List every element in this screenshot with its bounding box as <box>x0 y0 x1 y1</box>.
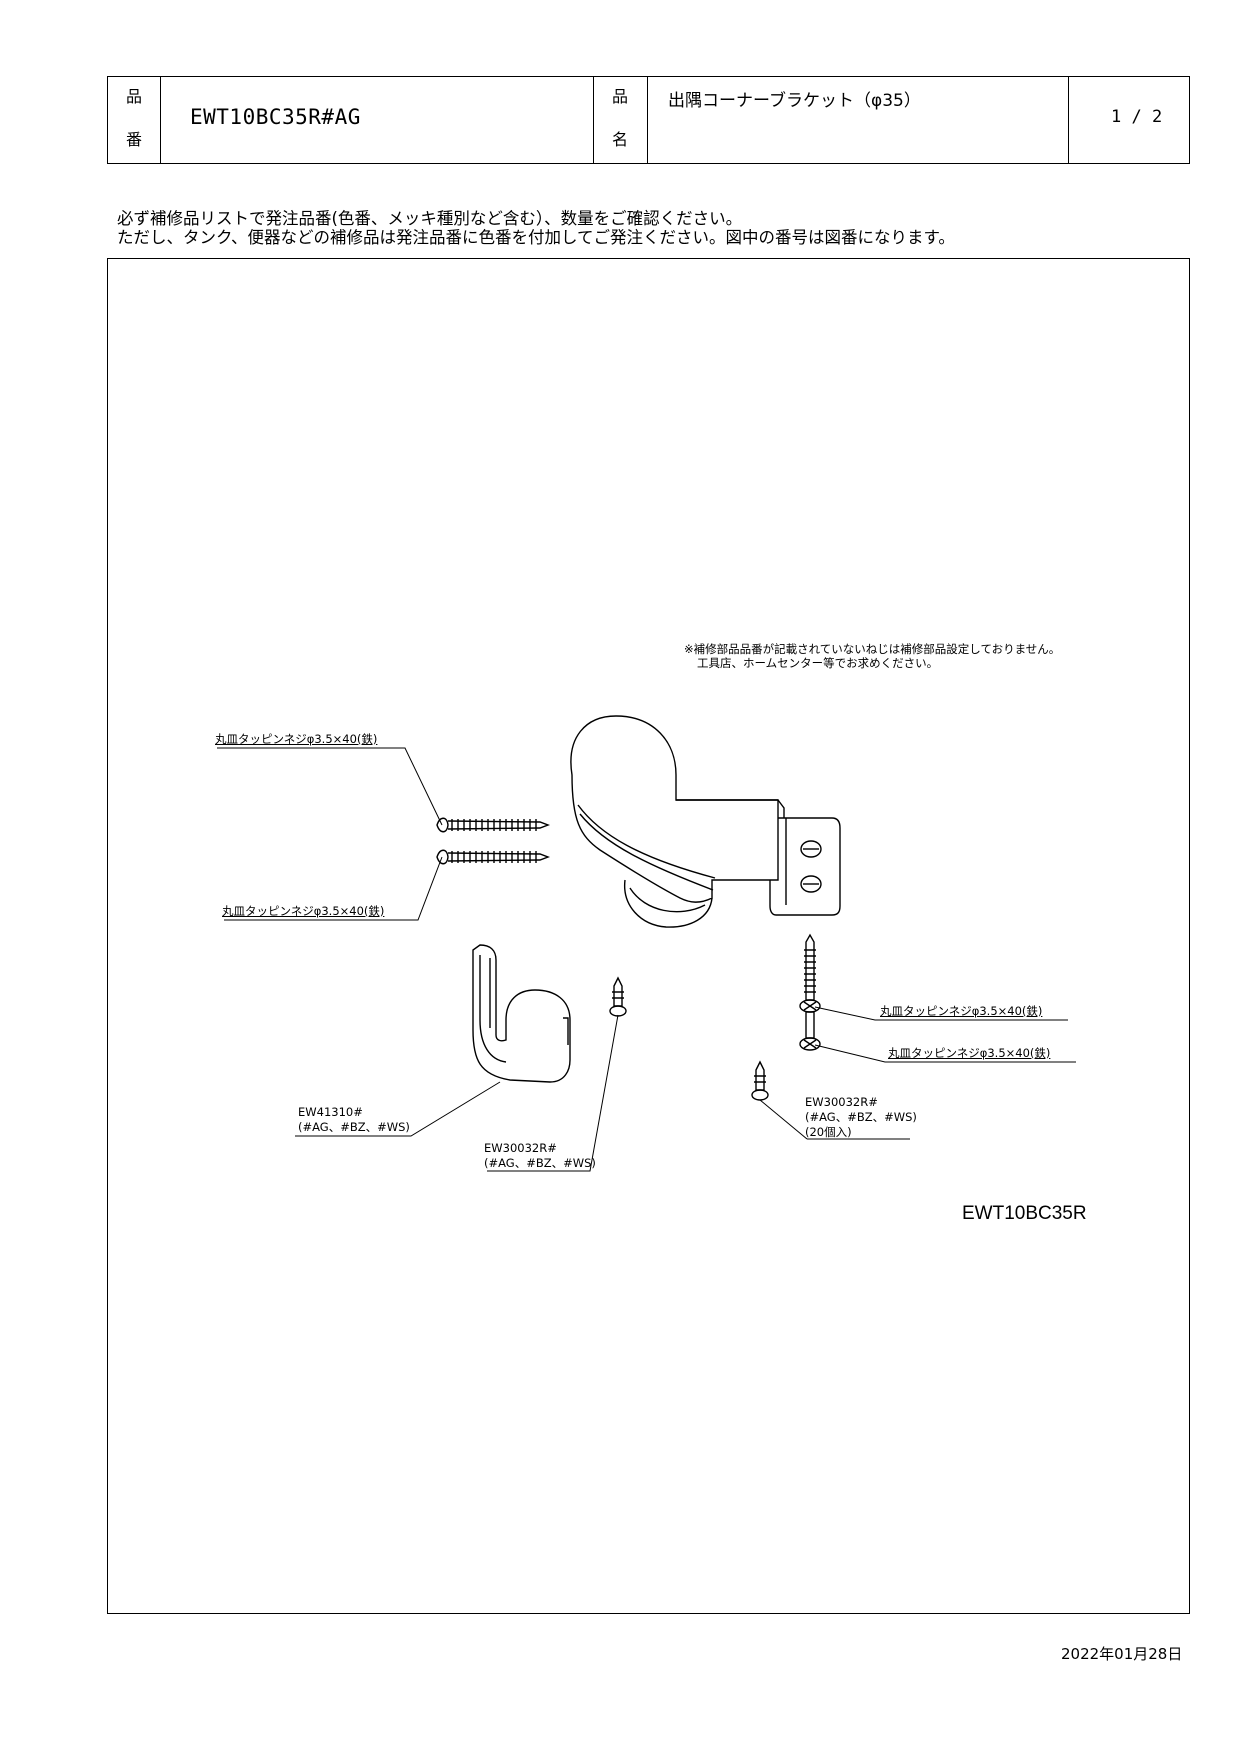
part-name: 出隅コーナーブラケット（φ35） <box>668 91 921 111</box>
header-table: 品 番 EWT10BC35R#AG 品 名 出隅コーナーブラケット（φ35） 1… <box>107 76 1190 164</box>
leader-lines <box>217 747 1076 1172</box>
screw-label-right-1: 丸皿タッピンネジφ3.5×40(鉄) <box>880 1004 1043 1018</box>
screw-remark-line-1: ※補修部品品番が記載されていないねじは補修部品設定しておりません。 <box>684 642 1061 656</box>
screw-right-upper-drawing <box>799 933 821 1013</box>
cover-piece-drawing <box>472 944 571 1083</box>
model-code: EWT10BC35R <box>962 1203 1087 1224</box>
screw-left-upper-drawing <box>436 817 550 833</box>
part-name-label: 品 <box>612 87 629 106</box>
part-ew30032-right-colors: (#AG、#BZ、#WS) <box>805 1110 917 1124</box>
header-divider <box>647 77 648 163</box>
drawing-frame <box>107 258 1190 1614</box>
screw-label-top: 丸皿タッピンネジφ3.5×40(鉄) <box>215 732 378 746</box>
part-ew30032-right: EW30032R# <box>805 1095 878 1109</box>
page-number: 1 / 2 <box>1111 107 1163 127</box>
corner-bracket-drawing <box>570 715 841 928</box>
instruction-line-2: ただし、タンク、便器などの補修品は発注品番に色番を付加してご発注ください。図中の… <box>117 228 955 247</box>
part-ew30032-center-colors: (#AG、#BZ、#WS) <box>484 1156 596 1170</box>
screw-left-lower-drawing <box>436 849 550 865</box>
part-ew41310-colors: (#AG、#BZ、#WS) <box>298 1120 410 1134</box>
part-no-label: 品 <box>126 87 143 106</box>
header-divider <box>160 77 161 163</box>
part-ew30032-right-qty: (20個入) <box>805 1125 852 1139</box>
screw-right-lower-drawing <box>799 1011 821 1051</box>
issue-date: 2022年01月28日 <box>1061 1645 1183 1663</box>
part-ew30032-center: EW30032R# <box>484 1141 557 1155</box>
small-screw-right-drawing <box>751 1060 769 1101</box>
instruction-line-1: 必ず補修品リストで発注品番(色番、メッキ種別など含む）、数量をご確認ください。 <box>117 209 743 228</box>
screw-remark-line-2: 工具店、ホームセンター等でお求めください。 <box>697 656 939 670</box>
part-no-label: 番 <box>126 130 143 149</box>
part-name-label: 名 <box>612 130 629 149</box>
small-screw-center-drawing <box>609 976 627 1017</box>
header-divider <box>1068 77 1069 163</box>
screw-label-right-2: 丸皿タッピンネジφ3.5×40(鉄) <box>888 1046 1051 1060</box>
part-ew41310: EW41310# <box>298 1105 363 1119</box>
screw-label-left-lower: 丸皿タッピンネジφ3.5×40(鉄) <box>222 904 385 918</box>
header-divider <box>593 77 594 163</box>
part-number: EWT10BC35R#AG <box>190 105 361 129</box>
